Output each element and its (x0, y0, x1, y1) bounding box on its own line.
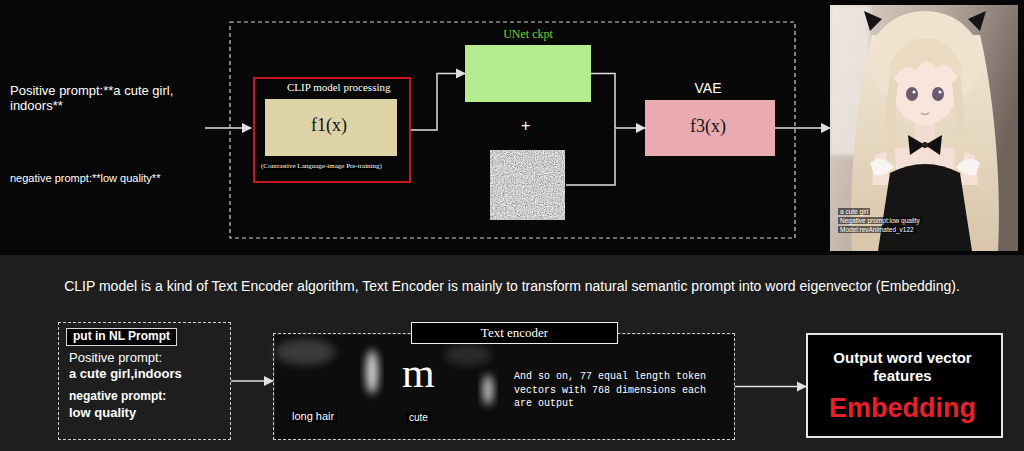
function-box: f1(x) (265, 99, 397, 156)
prompt-label: negative prompt: (69, 390, 166, 404)
pipeline-frame (230, 22, 795, 238)
input-panel: put in NL PromptPositive prompt:a cute g… (58, 322, 231, 440)
hair-bow (864, 11, 882, 31)
output-term: Embedding (808, 393, 997, 424)
flow-arrow (411, 74, 465, 131)
noise-base (490, 150, 565, 220)
encoder-panel: Text encoderlong hairmcuteAnd so on, 77 … (273, 333, 735, 440)
hair-strand (952, 75, 965, 175)
eye-shine (938, 90, 941, 93)
function-label: f3(x) (645, 116, 771, 137)
flow-arrow (231, 380, 273, 382)
frame-note: (Contrastive Language-image Pre-training… (261, 162, 382, 170)
token-blur (483, 375, 493, 405)
noise-wire (566, 129, 615, 185)
image-caption: Model:revAnimated_v122 (838, 226, 916, 233)
box-heading: UNet ckpt (455, 28, 601, 42)
explanation: CLIP model is a kind of Text Encoder alg… (0, 278, 1024, 294)
output-title: Output word vector features (808, 349, 997, 385)
encoder-note: And so on, 77 equal length token vectors… (514, 370, 726, 411)
plus-sign: + (521, 117, 530, 135)
input-arrow (205, 127, 251, 129)
token-picture (275, 335, 734, 439)
black-dress (878, 164, 972, 251)
flow-arrow (735, 386, 806, 388)
image-caption: Negative prompt:low quality (838, 217, 922, 224)
prompt-note: Positive prompt:**a cute girl, indoors** (10, 84, 215, 114)
room-ground (830, 5, 1018, 251)
clip-frame: f1(x) CLIP model processing (Contrastive L… (253, 77, 411, 183)
eye (906, 87, 918, 101)
top-ground (0, 0, 1024, 255)
prompt-label: Positive prompt: (69, 351, 162, 366)
eye (932, 87, 944, 101)
image-caption: a cute girl (838, 208, 870, 215)
frill (956, 159, 980, 176)
frame-title: CLIP model processing (287, 81, 390, 94)
mouth (921, 113, 929, 115)
neck-bow (908, 135, 942, 155)
panel-header: Text encoder (411, 322, 618, 344)
vae-box: VAEf3(x) (645, 100, 775, 156)
box-heading: VAE (645, 80, 771, 96)
hair-bow (968, 11, 986, 31)
panel-header: put in NL Prompt (66, 328, 177, 346)
token-blur (444, 345, 492, 365)
prompt-value: low quality (69, 406, 136, 421)
unet-box: UNet ckpt (465, 45, 591, 102)
function-label: f1(x) (265, 115, 393, 136)
bottom-ground (0, 255, 1024, 451)
flow-arrow (775, 127, 830, 129)
token-blur (275, 339, 335, 365)
prompt-value: a cute girl,indoors (69, 367, 182, 382)
girl-picture (830, 5, 1018, 251)
token-label: cute (406, 412, 431, 424)
hair-strand (885, 75, 898, 175)
frill (870, 159, 894, 176)
bow-knot (922, 142, 928, 148)
noise-image (490, 150, 565, 220)
flow-arrow (591, 74, 645, 129)
output-box: Output word vector featuresEmbedding (806, 333, 1003, 438)
eye-shine (912, 90, 915, 93)
token-blur (366, 350, 378, 394)
prompt-note: negative prompt:**low quality** (10, 172, 160, 185)
token-label: long hair (289, 410, 337, 423)
output-image: a cute girlNegative prompt:low qualityMo… (830, 5, 1018, 251)
bangs (888, 39, 963, 81)
token-glyph: m (402, 352, 435, 394)
